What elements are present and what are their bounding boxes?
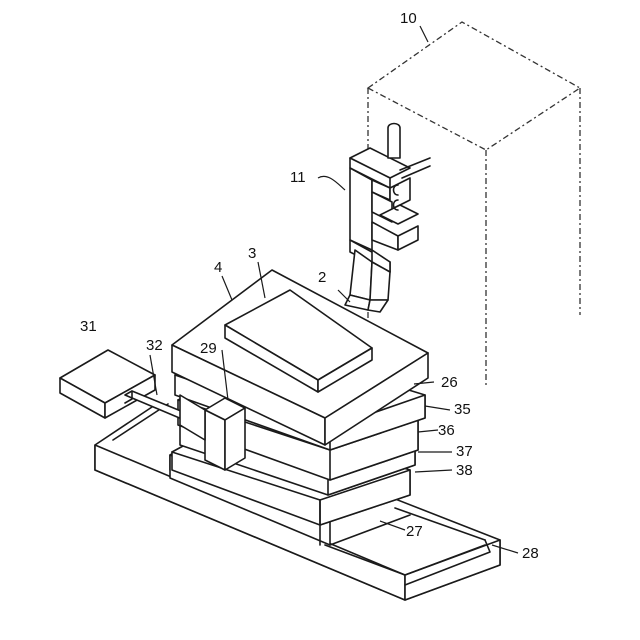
label-37: 37 xyxy=(456,443,473,460)
label-28: 28 xyxy=(522,545,539,562)
label-31: 31 xyxy=(80,318,97,335)
clamp-assembly-11 xyxy=(350,124,430,301)
actuator-31 xyxy=(60,350,155,418)
label-26: 26 xyxy=(441,374,458,391)
label-29: 29 xyxy=(200,340,217,357)
label-4: 4 xyxy=(214,259,222,276)
label-27: 27 xyxy=(406,523,423,540)
label-32: 32 xyxy=(146,337,163,354)
label-35: 35 xyxy=(454,401,471,418)
label-11: 11 xyxy=(290,169,306,186)
label-36: 36 xyxy=(438,422,455,439)
label-38: 38 xyxy=(456,462,473,479)
label-3: 3 xyxy=(248,245,256,262)
label-2: 2 xyxy=(318,269,326,286)
label-10: 10 xyxy=(400,10,417,27)
